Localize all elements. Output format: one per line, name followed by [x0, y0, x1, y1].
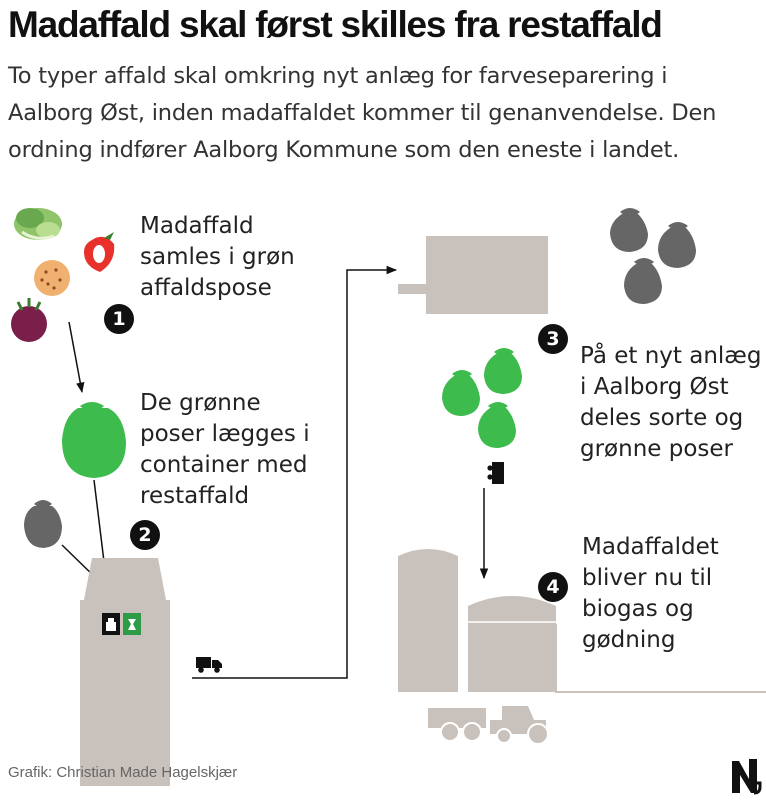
truck-icon [196, 657, 222, 673]
black-bag-icon [24, 500, 62, 548]
logo-icon [732, 759, 762, 795]
biogas-tanks-icon [398, 549, 766, 693]
plant-building-icon [398, 236, 548, 314]
step-4-badge: 4 [538, 572, 568, 602]
credit-text: Grafik: Christian Made Hagelskjær [8, 764, 238, 781]
waste-container-icon [80, 558, 170, 786]
truck-icon [487, 462, 504, 484]
lettuce-icon [14, 208, 62, 240]
green-bag-icon [442, 348, 522, 448]
step-2-text: De grønne poser lægges i container med r… [140, 390, 310, 509]
green-bag-icon [62, 402, 126, 478]
step-1-badge: 1 [104, 304, 134, 334]
step-3-text: På et nyt anlæg i Aalborg Øst deles sort… [580, 343, 762, 462]
step-3-badge: 3 [538, 324, 568, 354]
page-subtitle: To typer affald skal omkring nyt anlæg f… [8, 63, 717, 163]
step-4-text: Madaffaldet bliver nu til biogas og gødn… [582, 534, 719, 653]
black-bag-icon [610, 208, 696, 304]
page-title: Madaffald skal først skilles fra restaff… [8, 4, 663, 45]
step-1-text: Madaffald samles i grøn affaldspose [140, 213, 295, 301]
beet-icon [11, 298, 47, 342]
cookie-icon [34, 260, 70, 296]
step-2-badge: 2 [130, 520, 160, 550]
tractor-icon [428, 706, 549, 745]
strawberry-icon [84, 232, 115, 272]
